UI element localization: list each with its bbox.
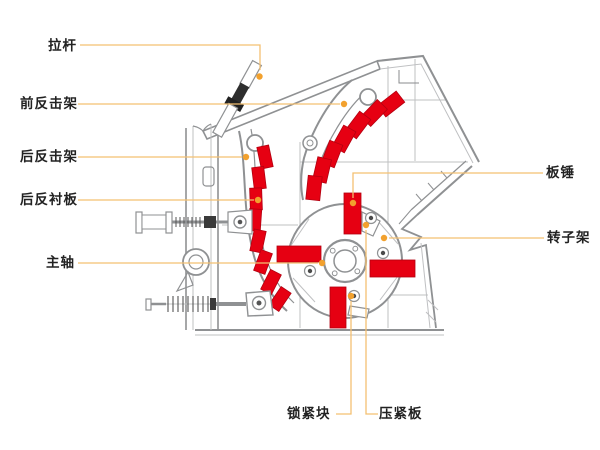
dot-locking-block [347, 292, 355, 300]
dot-pressing-plate [362, 221, 370, 229]
label-front-impact-frame: 前反击架 [20, 96, 78, 111]
shaft-bearing-flange [175, 248, 210, 293]
dot-rear-liner-plate [254, 196, 262, 204]
upper-spring-bolt [135, 209, 253, 235]
rotor-arm-lines [289, 218, 399, 303]
blow-bars [276, 192, 416, 329]
dot-rotor-frame [380, 234, 388, 242]
dot-tie-rod [256, 73, 263, 80]
rear-liner-plates [247, 144, 292, 313]
locking-block-part [347, 305, 370, 319]
leader-blow-bar [352, 172, 543, 198]
label-rear-liner-plate: 后反衬板 [20, 192, 78, 207]
leader-pressing-plate [365, 230, 378, 415]
dot-main-shaft [318, 259, 326, 267]
label-locking-block: 锁紧块 [287, 406, 331, 421]
main-shaft-hub [322, 238, 368, 284]
dot-blow-bar [349, 199, 357, 207]
dot-rear-impact-frame [242, 153, 250, 161]
label-rotor-frame: 转子架 [547, 230, 591, 245]
label-tie-rod: 拉杆 [48, 38, 77, 53]
front-impact-liner-plates [305, 90, 406, 202]
label-blow-bar: 板锤 [546, 165, 575, 180]
leader-locking-block [336, 301, 352, 415]
label-main-shaft: 主轴 [46, 255, 75, 270]
dot-front-impact-frame [340, 100, 348, 108]
label-rear-impact-frame: 后反击架 [20, 149, 78, 164]
lower-spring-bolt [145, 290, 274, 317]
label-pressing-plate: 压紧板 [379, 406, 423, 421]
leader-tie-rod [80, 44, 261, 70]
leader-lines [78, 44, 544, 415]
rotor-frame-assembly [276, 192, 416, 329]
casing-outline [185, 54, 480, 336]
